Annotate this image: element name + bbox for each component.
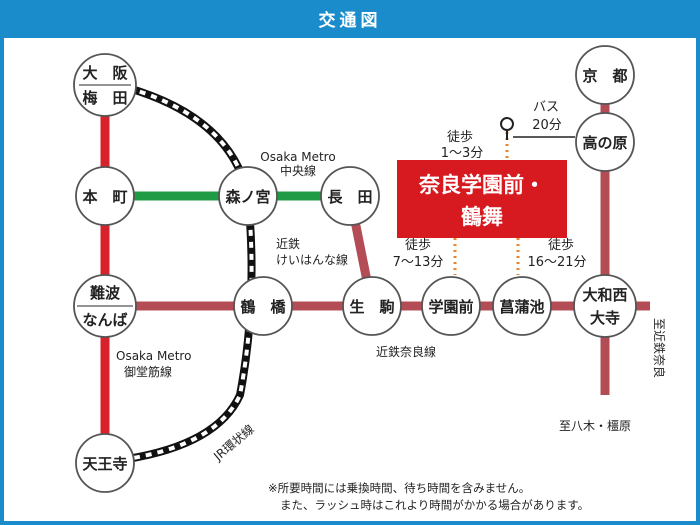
- walk-right-label: 徒歩: [548, 238, 574, 253]
- jr-loop-line: [104, 78, 256, 466]
- station-label: 大寺: [590, 309, 620, 327]
- bus-label: バス: [533, 100, 559, 115]
- station-takanohara: 高の原: [575, 112, 635, 172]
- note-line2: また、ラッシュ時はこれより時間がかかる場合があります。: [280, 498, 589, 512]
- bus-label: 20分: [532, 118, 562, 133]
- station-gakuenmae: 学園前: [421, 276, 481, 336]
- keihanna-line-label: けいはんな線: [276, 252, 348, 267]
- destination-line2: 鶴舞: [461, 205, 503, 229]
- walk-top-label: 1〜3分: [441, 146, 484, 161]
- title-bar: 交通図: [4, 4, 696, 38]
- nara-line-label: 近鉄奈良線: [376, 344, 436, 359]
- station-label: 京 都: [582, 67, 627, 85]
- to-nara-label: 至近鉄奈良: [652, 318, 667, 378]
- note-line1: ※所要時間には乗換時間、待ち時間を含みません。: [268, 481, 530, 495]
- station-label: 難波: [90, 284, 121, 302]
- station-label: 大 阪: [82, 64, 128, 82]
- station-label: 鶴 橋: [240, 298, 286, 316]
- destination-box: 奈良学園前・ 鶴舞: [397, 160, 567, 238]
- station-namba: 難波 なんば: [73, 274, 137, 338]
- walk-paths: [453, 132, 520, 275]
- walk-left-label: 7〜13分: [393, 255, 444, 270]
- station-label: 長 田: [327, 188, 372, 206]
- chuo-line-label: Osaka Metro: [260, 150, 335, 164]
- station-label: 菖蒲池: [499, 298, 544, 316]
- station-label: 学園前: [428, 298, 473, 316]
- station-label: 大和西: [582, 286, 627, 304]
- walk-top-label: 徒歩: [447, 130, 473, 145]
- station-osaka-umeda: 大 阪 梅 田: [73, 53, 137, 117]
- station-label: 梅 田: [82, 89, 127, 107]
- station-ikoma: 生 駒: [342, 276, 402, 336]
- walk-right-label: 16〜21分: [527, 255, 586, 270]
- station-tennoji: 天王寺: [75, 433, 135, 493]
- keihanna-line-label: 近鉄: [276, 236, 300, 251]
- bus-stop-icon: [500, 117, 575, 140]
- station-label: 天王寺: [82, 455, 127, 473]
- station-tsuruhashi: 鶴 橋: [233, 276, 293, 336]
- station-label: 森ノ宮: [225, 188, 270, 206]
- chuo-line-label: 中央線: [280, 163, 316, 178]
- station-nagata: 長 田: [320, 166, 380, 226]
- station-yamato-saidaiji: 大和西 大寺: [573, 274, 637, 338]
- midosuji-line-label: Osaka Metro: [116, 349, 191, 363]
- station-kyoto: 京 都: [575, 45, 635, 105]
- station-morinomiya: 森ノ宮: [218, 166, 278, 226]
- station-label: 本 町: [82, 188, 127, 206]
- station-label: なんば: [82, 311, 127, 329]
- page-title: 交通図: [318, 11, 382, 31]
- destination-line1: 奈良学園前・: [418, 173, 545, 197]
- walk-left-label: 徒歩: [405, 238, 431, 253]
- to-yagi-label: 至八木・橿原: [559, 419, 631, 433]
- station-label: 生 駒: [349, 298, 394, 316]
- midosuji-line-label: 御堂筋線: [124, 364, 172, 379]
- station-honmachi: 本 町: [75, 166, 135, 226]
- station-ayameike: 菖蒲池: [492, 276, 552, 336]
- station-label: 高の原: [582, 134, 627, 152]
